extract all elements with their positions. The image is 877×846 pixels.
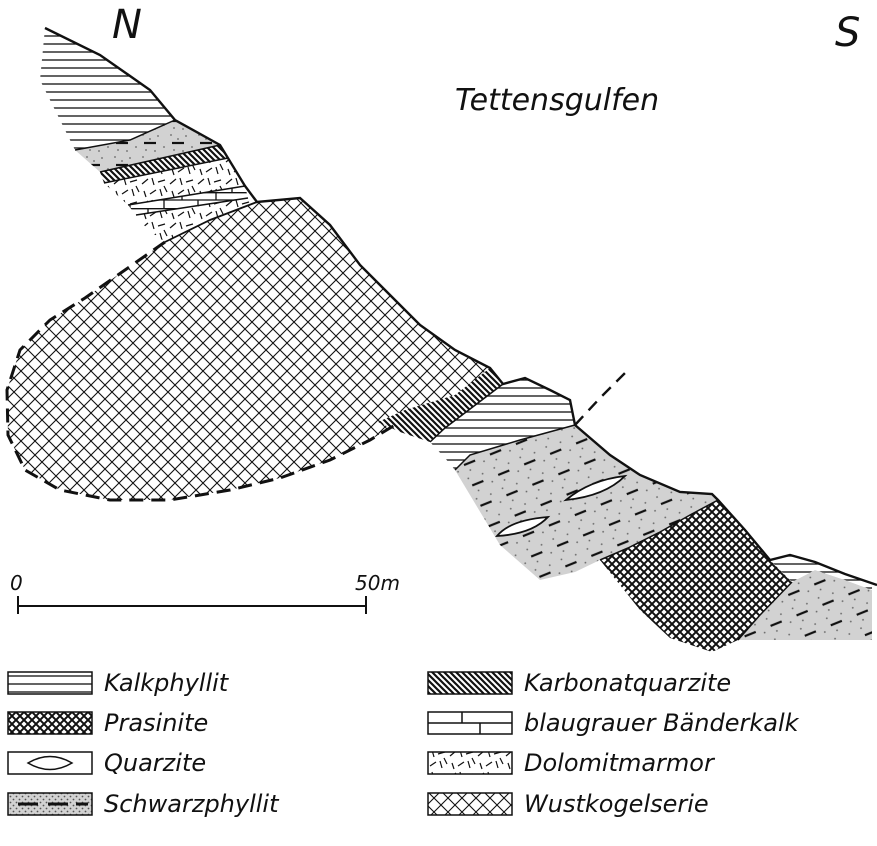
legend-swatch-wustkogelserie — [428, 793, 512, 815]
section-title: Tettensgulfen — [455, 83, 659, 118]
legend-swatch-prasinite — [8, 712, 92, 734]
scale-bar: 0 50m — [10, 571, 400, 614]
legend: Kalkphyllit Prasinite Quarzite Schwarzph… — [8, 669, 800, 818]
legend-item-baenderkalk: blaugrauer Bänderkalk — [428, 709, 800, 737]
legend-label-quarzite: Quarzite — [104, 749, 206, 777]
fault-line-dashed — [575, 368, 630, 425]
legend-item-schwarzphyllit: Schwarzphyllit — [8, 790, 280, 818]
legend-label-karbonatquarzite: Karbonatquarzite — [524, 669, 731, 697]
wustkogelserie-body — [7, 198, 500, 500]
legend-label-kalkphyllit: Kalkphyllit — [104, 669, 230, 697]
legend-label-prasinite: Prasinite — [104, 709, 208, 737]
scale-end-label: 50m — [355, 571, 400, 595]
orientation-south: S — [835, 10, 860, 56]
legend-item-prasinite: Prasinite — [8, 709, 208, 737]
legend-label-wustkogelserie: Wustkogelserie — [524, 790, 709, 818]
legend-item-quarzite: Quarzite — [8, 749, 206, 777]
legend-item-dolomitmarmor: Dolomitmarmor — [428, 749, 716, 777]
legend-label-dolomitmarmor: Dolomitmarmor — [524, 749, 716, 777]
legend-swatch-karbonatquarzite — [428, 672, 512, 694]
legend-swatch-kalkphyllit — [8, 672, 92, 694]
scale-start-label: 0 — [10, 571, 23, 595]
legend-item-kalkphyllit: Kalkphyllit — [8, 669, 230, 697]
legend-label-baenderkalk: blaugrauer Bänderkalk — [524, 709, 800, 737]
legend-label-schwarzphyllit: Schwarzphyllit — [104, 790, 280, 818]
legend-swatch-dolomitmarmor — [428, 752, 512, 774]
legend-item-wustkogelserie: Wustkogelserie — [428, 790, 709, 818]
orientation-north: N — [112, 2, 142, 48]
legend-item-karbonatquarzite: Karbonatquarzite — [428, 669, 731, 697]
